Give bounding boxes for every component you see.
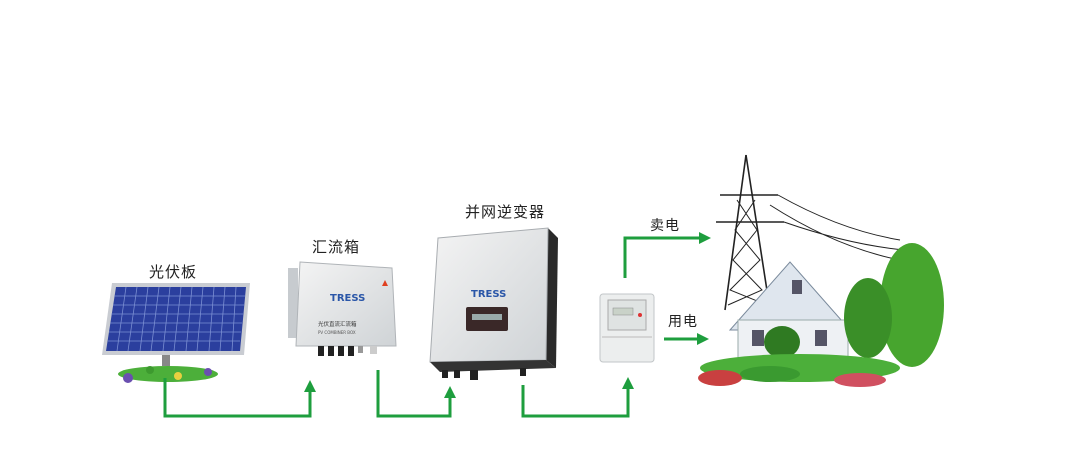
combiner-name: 光伏直流汇流箱 [318,320,357,328]
power-tower-image [716,154,911,311]
inverter-brand-logo: TRESS [471,289,506,300]
combiner-en-name: PV COMBINER BOX [318,330,356,335]
inverter-image: TRESS [429,227,558,380]
arrow-panel-to-combiner [163,378,316,418]
inverter-label: 并网逆变器 [465,203,546,221]
combiner-box-label: 汇流箱 [312,238,361,256]
sell-power-label: 卖电 [650,218,680,234]
solar-panel-image [102,283,250,383]
solar-panel-label: 光伏板 [149,263,198,281]
arrow-sell-power [623,232,711,278]
electric-meter-image [599,293,655,363]
arrow-inverter-to-meter [521,377,634,418]
flow-arrows [163,232,711,418]
use-power-label: 用电 [668,314,698,330]
combiner-box-image: TRESS 光伏直流汇流箱 PV COMBINER BOX [288,261,397,356]
combiner-brand-logo: TRESS [330,293,365,304]
house-and-trees-image [698,243,944,387]
arrow-combiner-to-inverter [376,370,456,418]
